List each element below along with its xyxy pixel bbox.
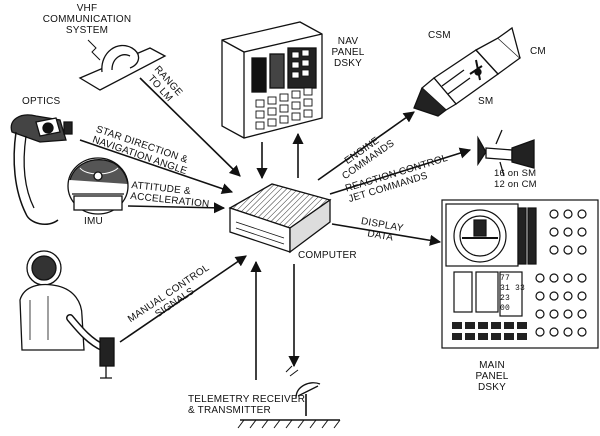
computer-label: COMPUTER [298, 250, 357, 261]
computer-unit [228, 183, 332, 254]
arrow-star-direction [79, 139, 234, 195]
csm-label: CSM [428, 30, 451, 41]
arrow-rcs-commands [329, 147, 472, 195]
arrow-attitude [127, 202, 226, 214]
imu-unit [67, 157, 129, 215]
main-panel-dsky [441, 199, 599, 349]
cm-label: CM [530, 46, 546, 57]
optics-unit [10, 114, 73, 226]
astronaut-figure [19, 250, 115, 379]
rcs-jet [477, 129, 535, 177]
vhf-antenna [78, 39, 167, 91]
csm-spacecraft [413, 26, 522, 117]
nav-panel-dsky [221, 21, 323, 139]
arrows [79, 77, 472, 380]
imu-label: IMU [84, 216, 103, 227]
optics-label: OPTICS [22, 96, 61, 107]
telemetry-label: TELEMETRY RECEIVER& TRANSMITTER [188, 394, 306, 416]
telemetry-antenna [237, 365, 341, 429]
arrow-engine-commands [317, 111, 415, 181]
arrow-manual-control [119, 255, 247, 343]
sm-label: SM [478, 96, 494, 107]
arrow-display-data [331, 223, 442, 246]
arrow-range-to-computer [139, 77, 241, 177]
dsky-readout: 77 31 33 23 00 [500, 274, 526, 313]
